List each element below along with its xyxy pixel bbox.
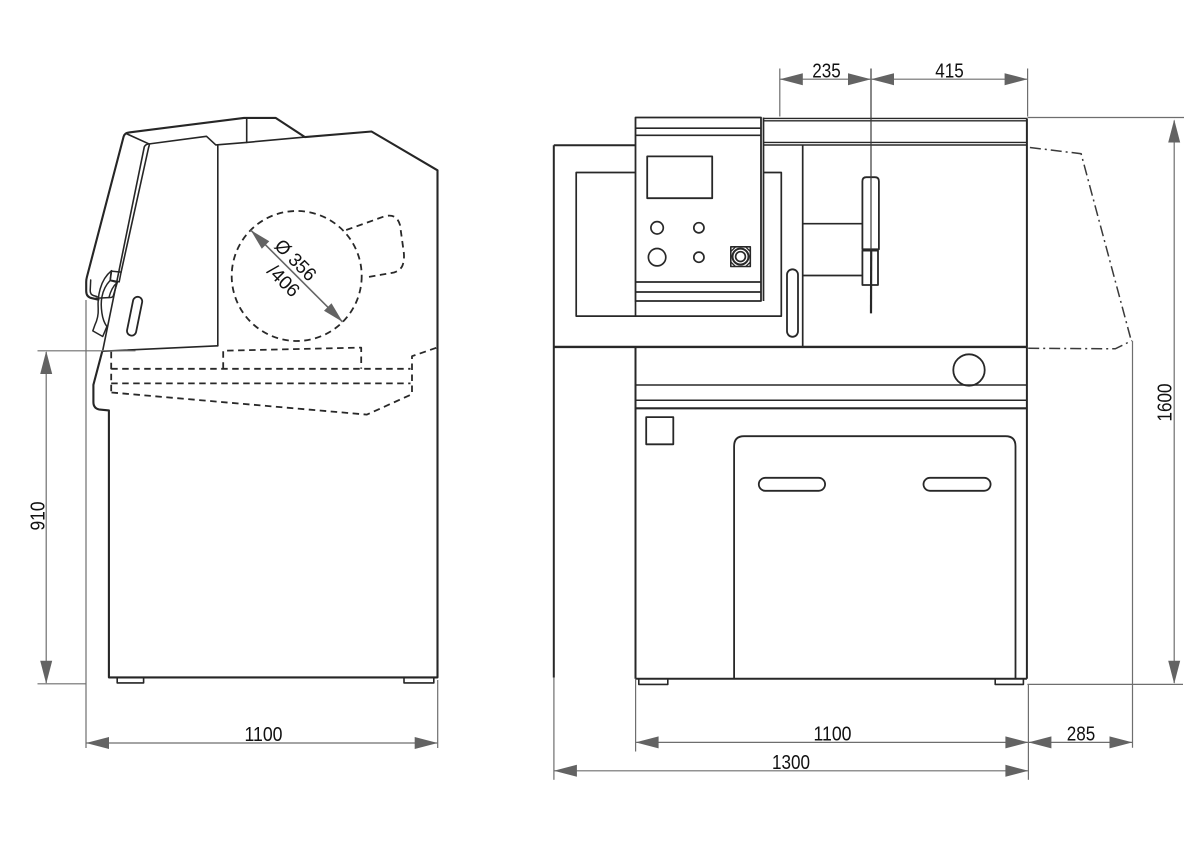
svg-text:1100: 1100 (245, 724, 283, 746)
svg-text:910: 910 (28, 502, 50, 531)
svg-text:415: 415 (935, 60, 964, 82)
svg-text:285: 285 (1067, 724, 1096, 746)
svg-text:1600: 1600 (1155, 384, 1177, 422)
svg-text:1300: 1300 (772, 752, 810, 774)
svg-text:235: 235 (812, 60, 841, 82)
svg-text:1100: 1100 (814, 724, 852, 746)
